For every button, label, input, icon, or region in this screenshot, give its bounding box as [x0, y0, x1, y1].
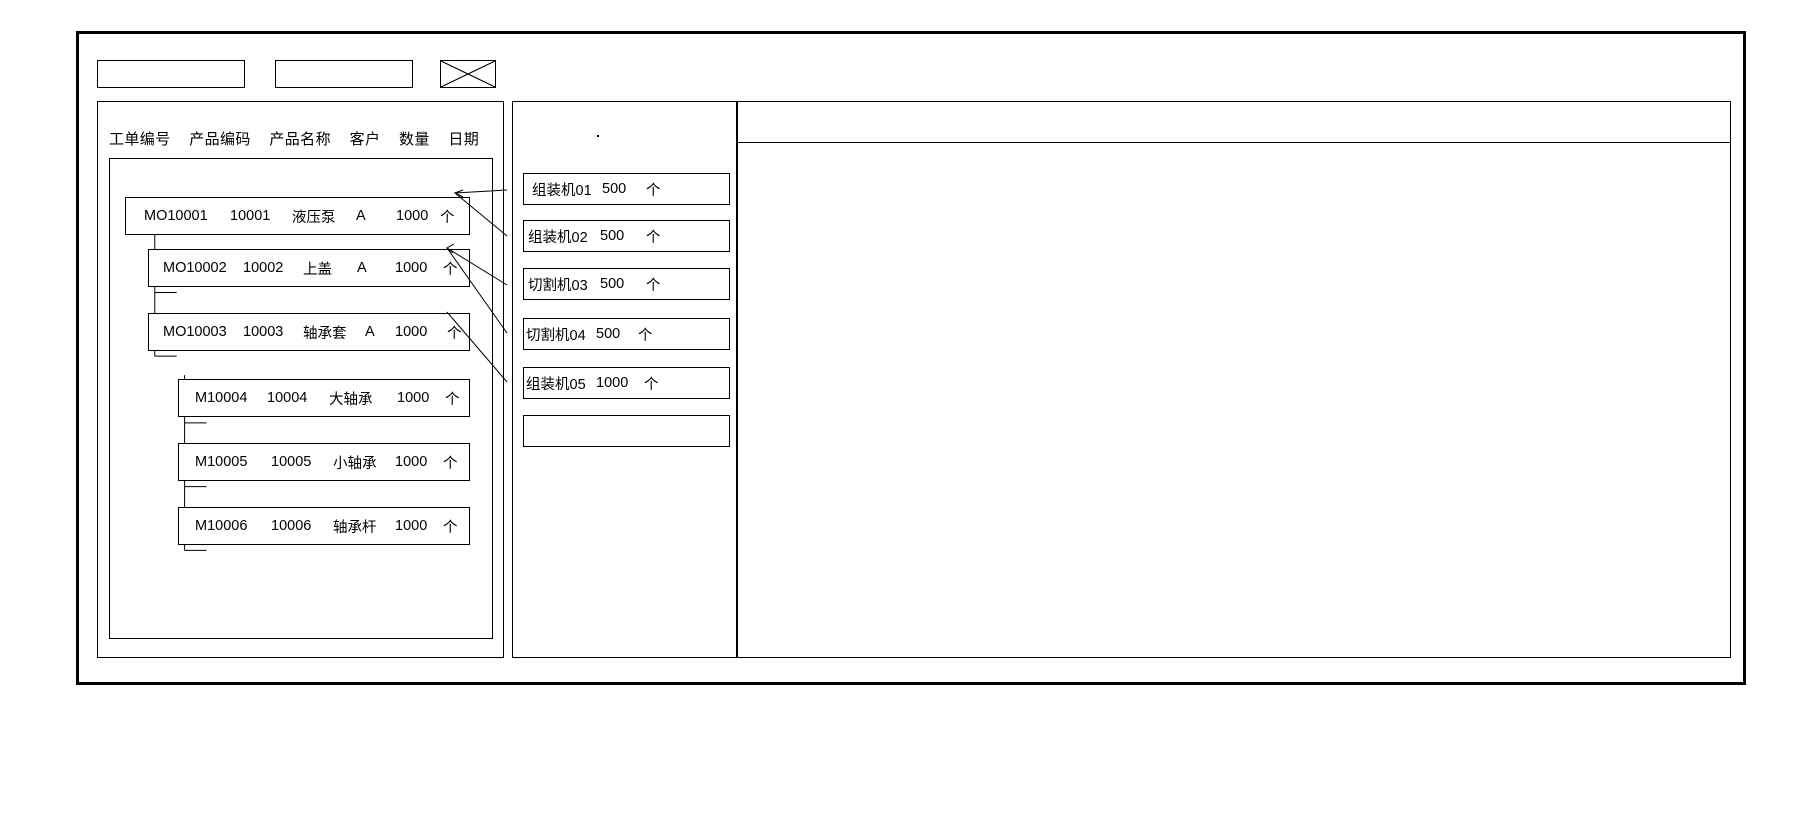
- cell-product-code: 10006: [271, 518, 312, 534]
- cell-product-code: 10001: [230, 208, 271, 224]
- cell-order-no: M10005: [195, 454, 248, 470]
- toolbar-field-1[interactable]: [97, 60, 245, 88]
- machine-qty: 500: [600, 228, 625, 244]
- application-window: 工单编号 产品编码 产品名称 客户 数量 日期 MO10001: [76, 31, 1746, 685]
- machine-qty: 500: [596, 326, 621, 342]
- cell-order-no: MO10003: [163, 324, 227, 340]
- panel-dot-marker: [597, 135, 599, 137]
- toolbar-field-2[interactable]: [275, 60, 413, 88]
- machine-unit: 个: [644, 376, 659, 393]
- cell-unit: 个: [443, 455, 458, 472]
- machine-unit: 个: [646, 229, 661, 246]
- cell-customer: A: [356, 208, 366, 224]
- machine-qty: 1000: [596, 375, 629, 391]
- machine-unit: 个: [646, 182, 661, 199]
- column-header-row: 工单编号 产品编码 产品名称 客户 数量 日期: [109, 128, 479, 149]
- machine-name: 切割机03: [528, 277, 588, 294]
- list-item[interactable]: 切割机04 500 个: [523, 318, 730, 350]
- column-header-customer: 客户: [349, 131, 381, 148]
- machine-unit: 个: [638, 327, 653, 344]
- cell-product-name: 大轴承: [329, 391, 373, 408]
- cell-unit: 个: [447, 325, 462, 342]
- cell-product-code: 10002: [243, 260, 284, 276]
- cell-product-name: 液压泵: [292, 209, 336, 226]
- table-row[interactable]: MO10003 10003 轴承套 A 1000 个: [148, 313, 470, 351]
- column-header-order-no: 工单编号: [109, 131, 171, 148]
- table-row[interactable]: M10005 10005 小轴承 1000 个: [178, 443, 470, 481]
- cell-qty: 1000: [395, 518, 428, 534]
- cell-order-no: M10006: [195, 518, 248, 534]
- cell-product-code: 10005: [271, 454, 312, 470]
- cell-unit: 个: [440, 209, 455, 226]
- detail-panel-divider: [738, 142, 1730, 143]
- machine-qty: 500: [600, 276, 625, 292]
- cell-unit: 个: [443, 519, 458, 536]
- cell-qty: 1000: [395, 454, 428, 470]
- list-item[interactable]: 组装机01 500 个: [523, 173, 730, 205]
- machine-unit: 个: [646, 277, 661, 294]
- cell-order-no: M10004: [195, 390, 248, 406]
- machine-name: 切割机04: [526, 327, 586, 344]
- list-item[interactable]: 切割机03 500 个: [523, 268, 730, 300]
- column-header-product-name: 产品名称: [269, 131, 331, 148]
- column-header-date: 日期: [448, 131, 480, 148]
- cell-customer: A: [357, 260, 367, 276]
- cell-product-code: 10004: [267, 390, 308, 406]
- machine-name: 组装机01: [532, 182, 592, 199]
- table-row[interactable]: MO10002 10002 上盖 A 1000 个: [148, 249, 470, 287]
- cell-qty: 1000: [396, 208, 429, 224]
- list-item-empty[interactable]: [523, 415, 730, 447]
- cell-product-code: 10003: [243, 324, 284, 340]
- cell-product-name: 轴承杆: [333, 519, 377, 536]
- cell-qty: 1000: [395, 260, 428, 276]
- list-item[interactable]: 组装机02 500 个: [523, 220, 730, 252]
- work-order-tree: MO10001 10001 液压泵 A 1000 个 MO10002 10002…: [109, 158, 493, 639]
- toolbar-crossed-box[interactable]: [440, 60, 496, 88]
- machine-name: 组装机02: [528, 229, 588, 246]
- cell-product-name: 上盖: [303, 261, 332, 278]
- table-row[interactable]: M10006 10006 轴承杆 1000 个: [178, 507, 470, 545]
- cell-customer: A: [365, 324, 375, 340]
- cross-icon: [441, 61, 495, 87]
- list-item[interactable]: 组装机05 1000 个: [523, 367, 730, 399]
- detail-panel: [737, 101, 1731, 658]
- toolbar: [97, 60, 496, 88]
- cell-product-name: 小轴承: [333, 455, 377, 472]
- column-header-qty: 数量: [398, 131, 430, 148]
- column-header-product-code: 产品编码: [189, 131, 251, 148]
- cell-qty: 1000: [395, 324, 428, 340]
- cell-qty: 1000: [397, 390, 430, 406]
- cell-order-no: MO10001: [144, 208, 208, 224]
- table-row[interactable]: M10004 10004 大轴承 1000 个: [178, 379, 470, 417]
- cell-unit: 个: [445, 391, 460, 408]
- machine-qty: 500: [602, 181, 627, 197]
- table-row[interactable]: MO10001 10001 液压泵 A 1000 个: [125, 197, 470, 235]
- machine-dispatch-panel: 组装机01 500 个 组装机02 500 个 切割机03 500 个 切割机0…: [512, 101, 737, 658]
- cell-unit: 个: [443, 261, 458, 278]
- machine-name: 组装机05: [526, 376, 586, 393]
- cell-order-no: MO10002: [163, 260, 227, 276]
- cell-product-name: 轴承套: [303, 325, 347, 342]
- work-order-panel: 工单编号 产品编码 产品名称 客户 数量 日期 MO10001: [97, 101, 504, 658]
